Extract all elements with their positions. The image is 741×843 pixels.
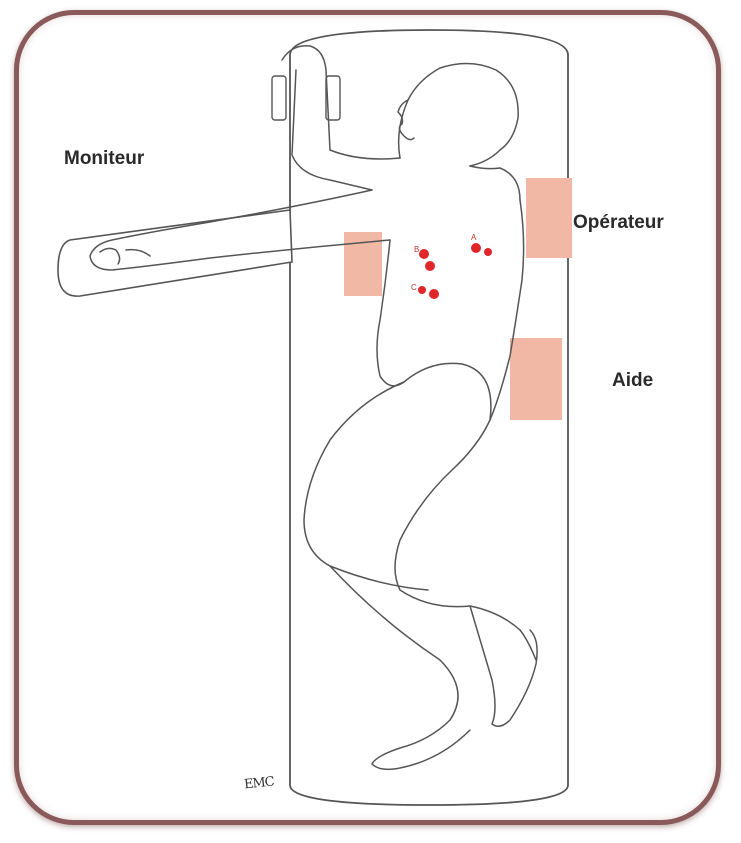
port-c-label: C (411, 283, 417, 292)
port-a-label: A (471, 233, 477, 242)
assistant-label: Aide (612, 370, 653, 392)
monitor-label: Moniteur (64, 148, 144, 170)
arm-strap-left (272, 76, 286, 120)
port-a-marker-2 (484, 248, 492, 256)
port-a-marker (471, 243, 481, 253)
port-c-marker-2 (429, 289, 439, 299)
emc-logo: EMC (243, 774, 274, 792)
port-b-marker-2 (425, 261, 435, 271)
port-b-label: B (414, 245, 419, 254)
assistant-zone (510, 338, 562, 420)
port-b-marker (419, 249, 429, 259)
operator-label: Opérateur (573, 212, 664, 234)
operator-zone (526, 178, 572, 258)
port-c-marker (418, 286, 426, 294)
